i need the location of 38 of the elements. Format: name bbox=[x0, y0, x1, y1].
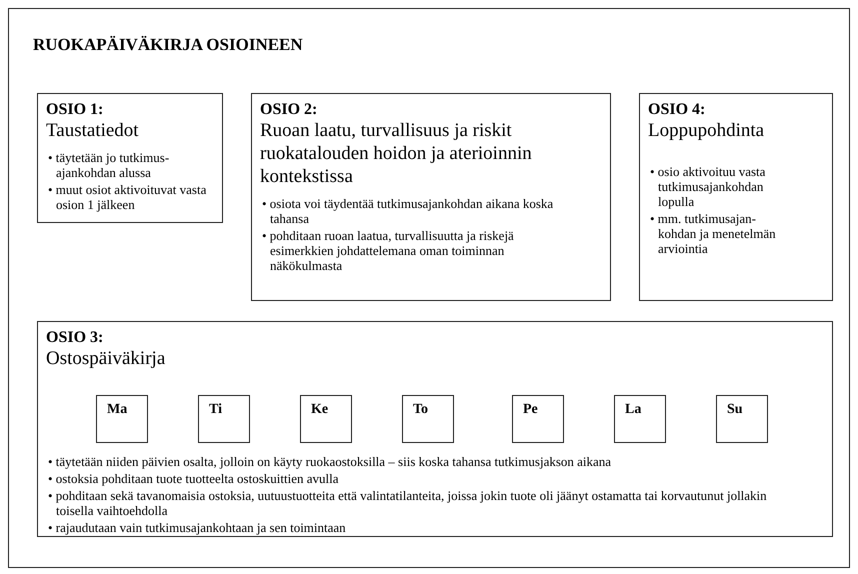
bullet-text: • ostoksia pohditaan tuote tuotteelta ostoskuittien avulla bbox=[47, 471, 340, 486]
bullet-text: • pohditaan ruoan laatua, turvallisuutta ja riskejä esimerkkien johdattelemana oman toiminnan näkökulmasta bbox=[261, 228, 515, 273]
section-box bbox=[37, 321, 833, 537]
bullet-text: • osio aktivoituu vasta tutkimusajankohdan lopulla bbox=[649, 164, 766, 209]
section-title: Ostospäiväkirja bbox=[46, 347, 166, 370]
section-title: Taustatiedot bbox=[46, 119, 140, 142]
day-label: La bbox=[625, 402, 642, 417]
section-heading: OSIO 4: bbox=[648, 100, 706, 119]
day-box bbox=[402, 395, 454, 443]
day-box bbox=[96, 395, 148, 443]
outer-frame bbox=[8, 8, 850, 568]
section-heading: OSIO 3: bbox=[46, 328, 104, 347]
section-box bbox=[639, 93, 833, 301]
bullet-text: • osiota voi täydentää tutkimusajankohdan aikana koska tahansa bbox=[261, 196, 554, 226]
section-box bbox=[251, 93, 611, 301]
day-label: Ke bbox=[311, 402, 328, 417]
bullet-text: • täytetään jo tutkimus-ajankohdan alussa bbox=[47, 150, 170, 180]
bullet-text: • mm. tutkimusajan-kohdan ja menetelmän arviointia bbox=[649, 211, 777, 256]
day-label: Pe bbox=[523, 402, 538, 417]
day-label: To bbox=[413, 402, 428, 417]
day-label: Ti bbox=[209, 402, 222, 417]
bullet-text: • muut osiot aktivoituvat vasta osion 1 jälkeen bbox=[47, 182, 208, 212]
day-box bbox=[716, 395, 768, 443]
bullet-text: • pohditaan sekä tavanomaisia ostoksia, uutuustuotteita että valintatilanteita, joissa jokin tuote oli jäänyt ostamatta tai korvautunut jollakin toisella vaihtoehdolla bbox=[47, 488, 768, 518]
day-box bbox=[198, 395, 250, 443]
day-box bbox=[300, 395, 352, 443]
day-box bbox=[614, 395, 666, 443]
section-heading: OSIO 2: bbox=[260, 100, 318, 119]
day-label: Su bbox=[727, 402, 743, 417]
bullet-text: • täytetään niiden päivien osalta, jolloin on käyty ruokaostoksilla – siis koska tahansa tutkimusjakson aikana bbox=[47, 454, 612, 469]
section-title: Ruoan laatu, turvallisuus ja riskit ruokatalouden hoidon ja aterioinnin kontekstissa bbox=[260, 119, 533, 188]
bullet-text: • rajaudutaan vain tutkimusajankohtaan ja sen toimintaan bbox=[47, 520, 347, 535]
day-label: Ma bbox=[107, 402, 128, 417]
section-box bbox=[37, 93, 223, 223]
section-title: Loppupohdinta bbox=[648, 119, 766, 142]
section-heading: OSIO 1: bbox=[46, 100, 104, 119]
day-box bbox=[512, 395, 564, 443]
frame-heading: RUOKAPÄIVÄKIRJA OSIOINEEN bbox=[33, 35, 303, 55]
